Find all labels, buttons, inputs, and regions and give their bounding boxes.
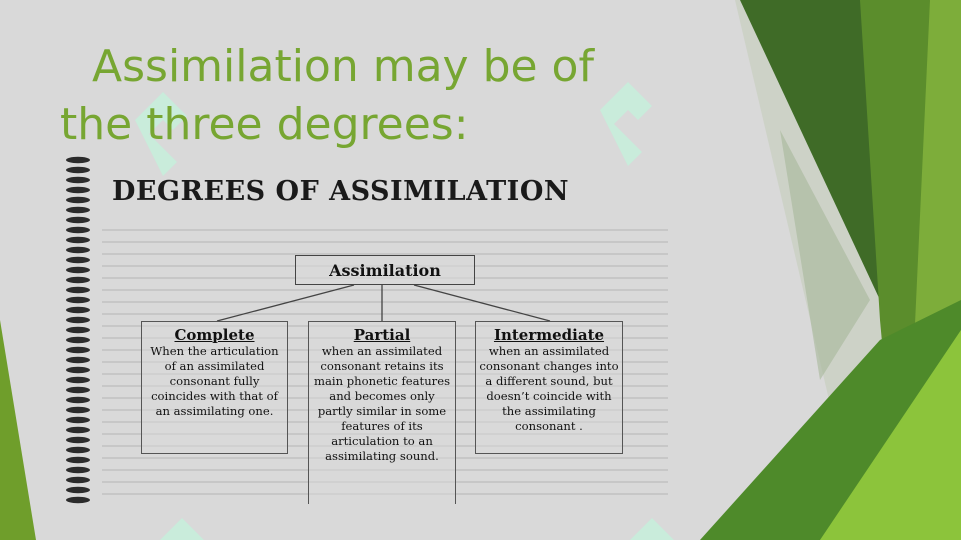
node-title: Intermediate — [493, 326, 605, 344]
watermark-logo — [630, 518, 674, 540]
node-complete: Complete When the articulation of an ass… — [141, 321, 288, 454]
node-description: When the articulation of an assimilated … — [150, 344, 279, 418]
right-bottom-light-shape — [820, 330, 961, 540]
watermark-logo — [135, 92, 187, 176]
watermark-logo — [600, 82, 652, 166]
slide-title-line2: the three degrees: — [60, 99, 469, 150]
node-description: when an assimilated consonant retains it… — [313, 344, 451, 463]
node-title: Complete — [174, 326, 255, 344]
left-green-triangle — [0, 320, 36, 540]
connector-intermediate — [413, 284, 551, 322]
node-title: Partial — [353, 326, 411, 344]
node-description: when an assimilated consonant changes in… — [479, 344, 619, 433]
spiral-binding — [66, 156, 90, 504]
tree-connectors — [216, 284, 551, 322]
notebook-figure: DEGREES OF ASSIMILATION Assimilation Com… — [62, 152, 672, 508]
figure-heading: DEGREES OF ASSIMILATION — [112, 176, 570, 207]
right-highlight-shape — [780, 130, 870, 380]
root-node: Assimilation — [295, 255, 475, 285]
watermark-logo — [160, 518, 204, 540]
slide-title: Assimilation may be of the three degrees… — [60, 38, 700, 154]
watermark — [135, 82, 674, 540]
connector-complete — [216, 284, 355, 322]
node-intermediate: Intermediate when an assimilated consona… — [475, 321, 623, 454]
slide-title-line1: Assimilation may be of — [92, 41, 594, 92]
node-partial: Partial when an assimilated consonant re… — [308, 321, 456, 504]
